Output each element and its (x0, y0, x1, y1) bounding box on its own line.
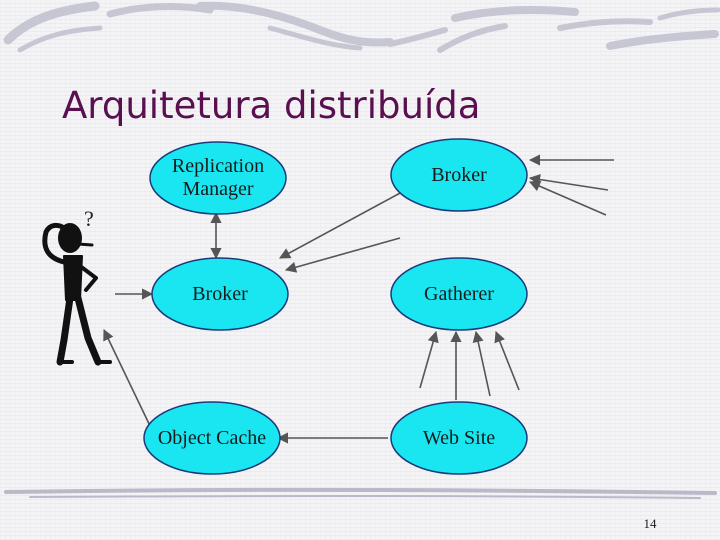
node-gatherer: Gatherer (391, 258, 527, 330)
node-broker-left: Broker (152, 258, 288, 330)
node-broker-top-label: Broker (431, 163, 487, 186)
node-replication-manager-shape (149, 141, 287, 215)
node-broker-left-label: Broker (192, 282, 248, 305)
node-web-site-shape (390, 401, 528, 475)
node-broker-top: Broker (391, 139, 527, 211)
node-gatherer-label: Gatherer (424, 282, 494, 305)
connector-in-broker-2 (528, 173, 609, 191)
node-web-site-label: Web Site (422, 426, 496, 449)
header-swoosh-decoration (3, 1, 720, 53)
node-web-site: Web Site (391, 402, 527, 474)
question-mark-text: ? (84, 206, 94, 231)
node-object-cache-label: Object Cache (157, 426, 267, 449)
connector-objectcache-to-person (103, 328, 153, 431)
connector-gatherer-to-broker (284, 237, 401, 273)
node-broker-top-shape (390, 138, 528, 212)
connector-site-to-gatherer-4 (494, 330, 520, 391)
node-object-cache-shape (143, 401, 281, 475)
slide-title: Arquitetura distribuída (62, 84, 481, 127)
connector-in-broker-3 (528, 180, 607, 216)
confused-person-icon (42, 222, 112, 366)
connector-broker-top-to-broker (279, 191, 403, 259)
node-gatherer-shape (390, 257, 528, 331)
footer-rule-decoration (4, 487, 717, 499)
page-number: 14 (643, 516, 657, 531)
connector-site-to-gatherer-3 (472, 330, 491, 397)
connector-site-to-gatherer-1 (419, 330, 439, 389)
node-replication-manager-label: Replication Manager (171, 155, 265, 200)
node-object-cache: Object Cache (144, 402, 280, 474)
node-replication-manager: Replication Manager (150, 142, 286, 214)
node-broker-left-shape (151, 257, 289, 331)
